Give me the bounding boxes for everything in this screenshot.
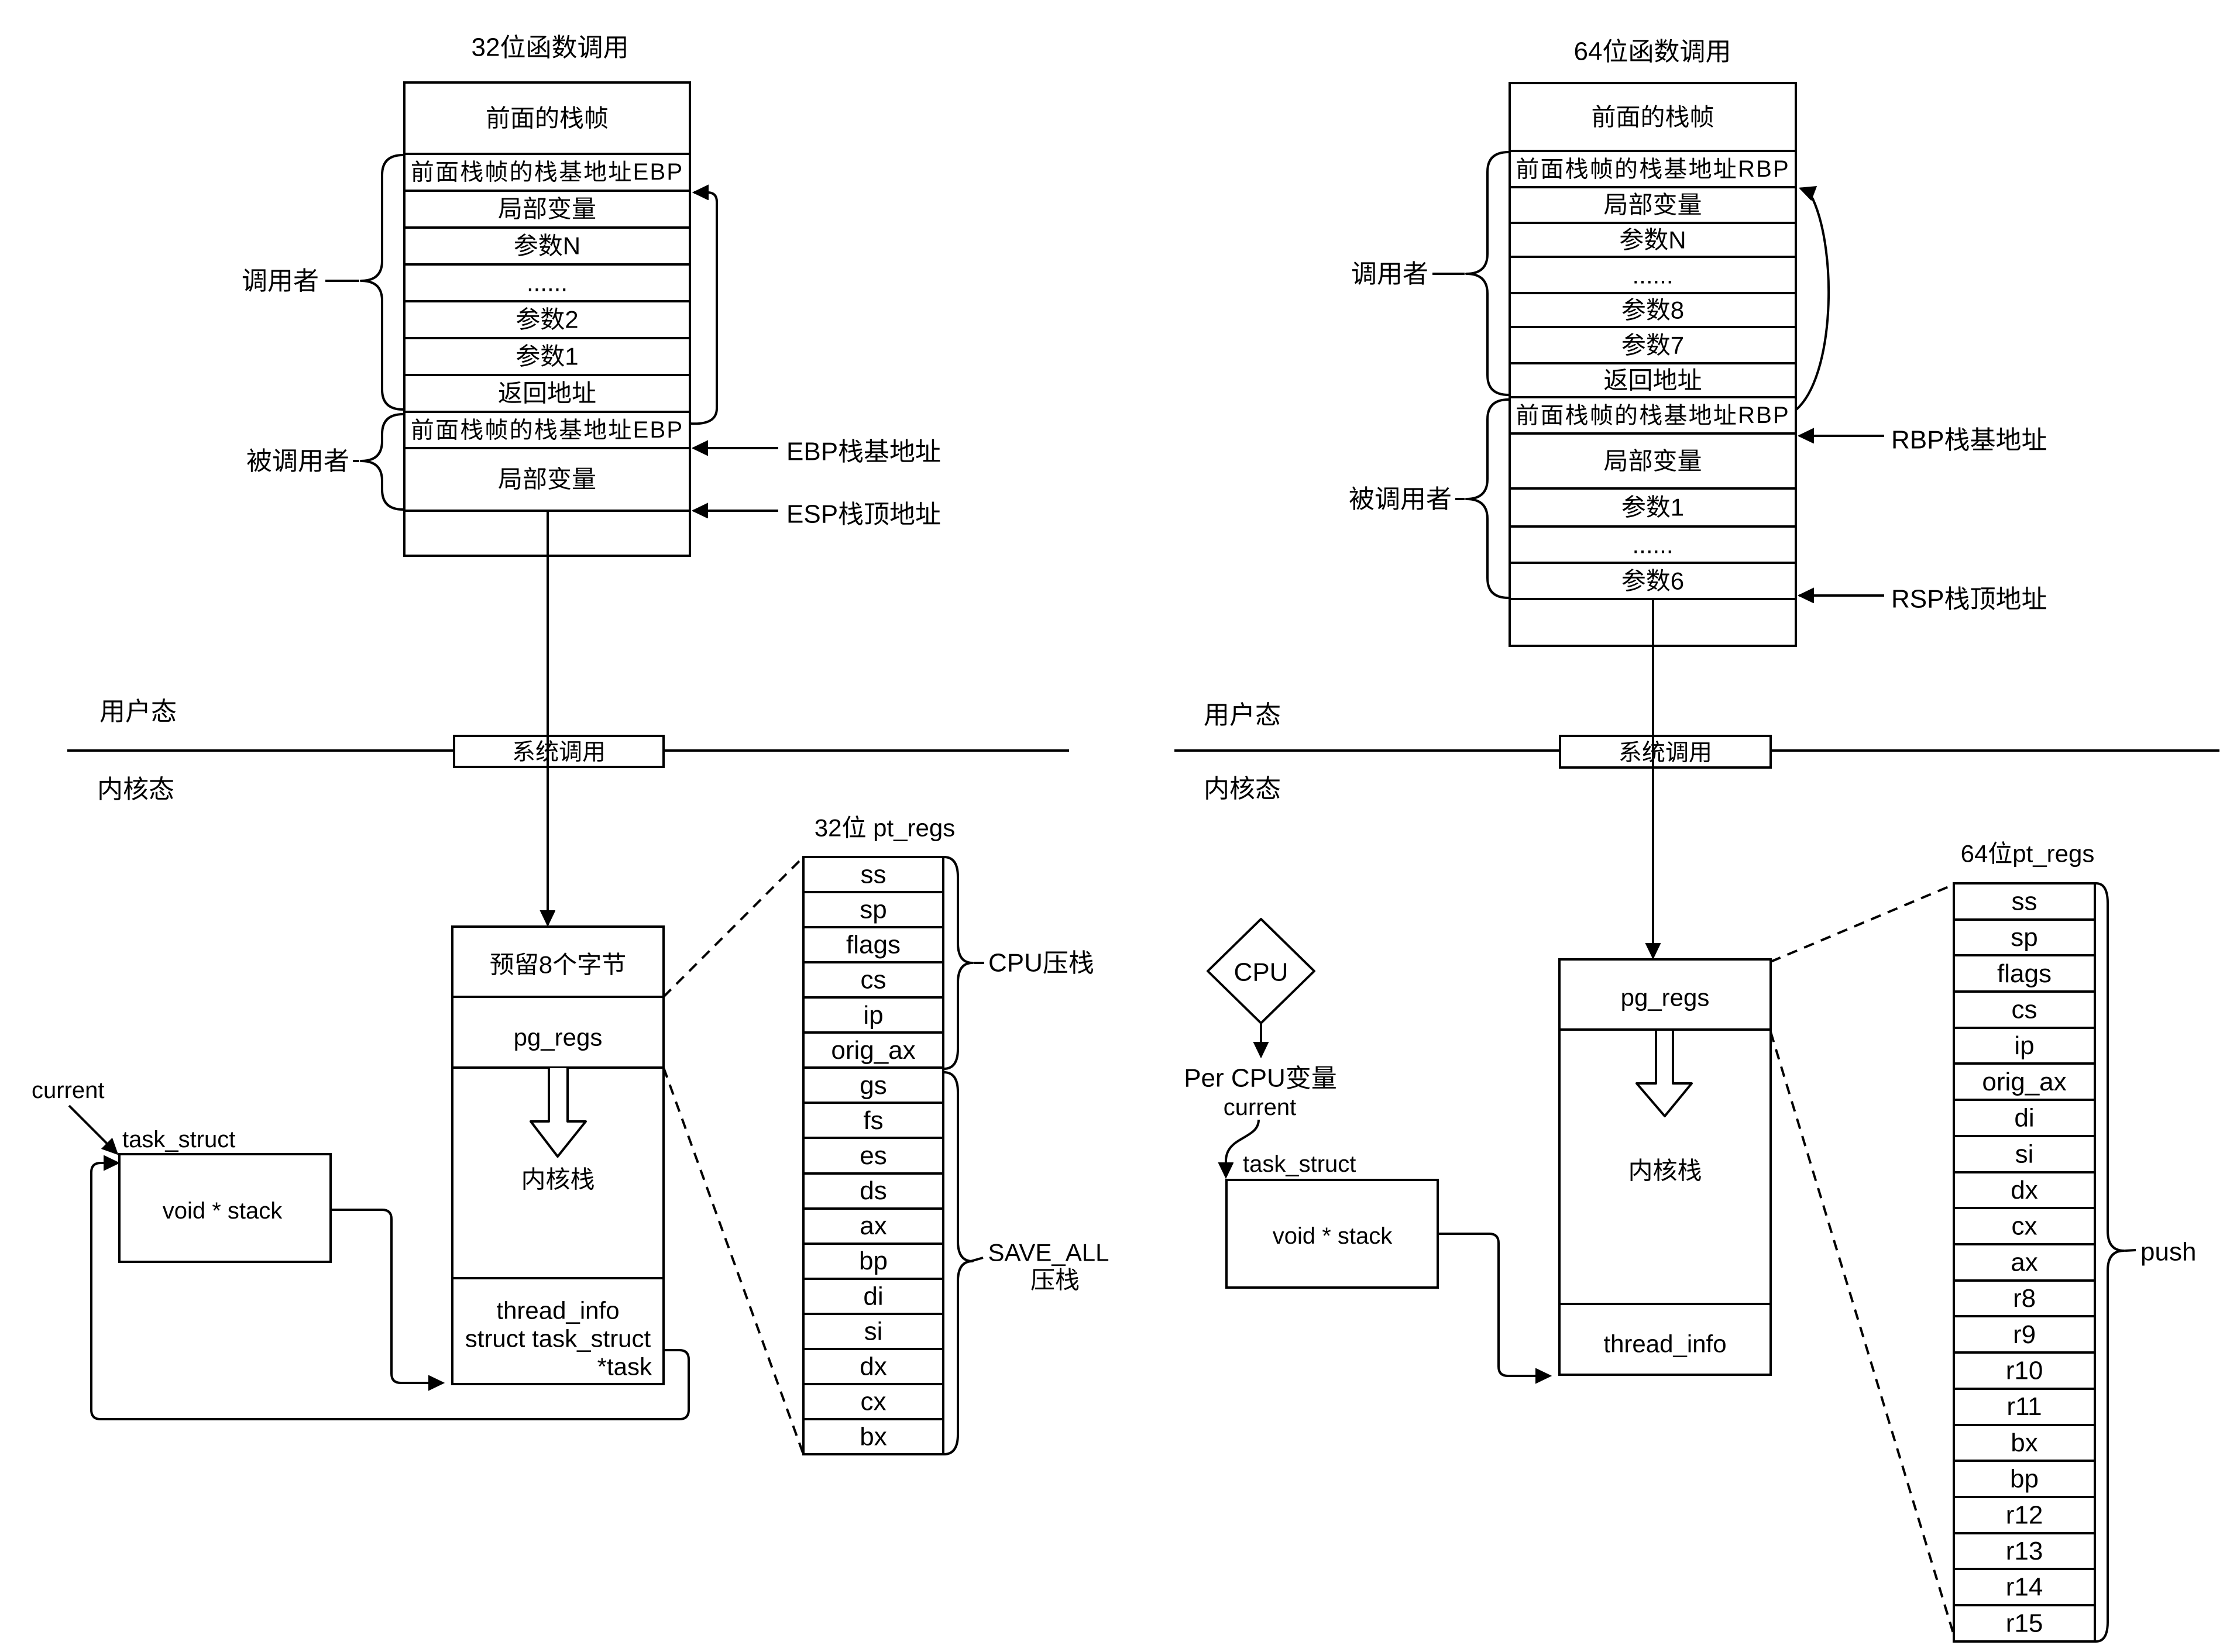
svg-text:N: N	[1668, 226, 1686, 254]
svg-text:es: es	[860, 1141, 886, 1170]
svg-text:EBP: EBP	[633, 159, 684, 185]
svg-text:r15: r15	[2006, 1609, 2043, 1637]
svg-text:CPU: CPU	[1234, 958, 1288, 987]
svg-text:current: current	[32, 1078, 105, 1103]
svg-text:EBP: EBP	[633, 417, 684, 443]
svg-text:r14: r14	[2006, 1573, 2043, 1602]
svg-text:N: N	[563, 232, 580, 260]
svg-text:dx: dx	[2011, 1176, 2037, 1204]
svg-text:8: 8	[539, 951, 552, 979]
svg-text:ds: ds	[860, 1176, 886, 1205]
svg-text:pg_regs: pg_regs	[514, 1024, 603, 1051]
svg-text:orig_ax: orig_ax	[1982, 1068, 2066, 1096]
svg-text:current: current	[1224, 1095, 1297, 1120]
svg-text:8: 8	[1671, 297, 1684, 324]
svg-text:ss: ss	[861, 861, 886, 889]
svg-text:void * stack: void * stack	[1273, 1223, 1393, 1249]
svg-text:RBP: RBP	[1738, 156, 1790, 182]
svg-text:fs: fs	[863, 1106, 883, 1135]
svg-text:gs: gs	[860, 1071, 886, 1100]
svg-text:cx: cx	[2012, 1212, 2037, 1241]
svg-text:ax: ax	[860, 1212, 886, 1240]
svg-text:1: 1	[565, 343, 578, 370]
svg-text:bp: bp	[2010, 1465, 2039, 1493]
svg-text:thread_info: thread_info	[496, 1297, 619, 1324]
svg-text:bx: bx	[860, 1422, 886, 1451]
svg-text:EBP: EBP	[786, 438, 838, 466]
svg-text:2: 2	[565, 306, 578, 333]
svg-text:ip: ip	[863, 1001, 883, 1030]
svg-text:ip: ip	[2014, 1031, 2034, 1060]
svg-text:......: ......	[1632, 531, 1673, 559]
svg-text:ax: ax	[2011, 1248, 2037, 1276]
svg-text:r9: r9	[2013, 1320, 2036, 1349]
svg-text:32: 32	[472, 33, 500, 62]
svg-text:64: 64	[1574, 37, 1603, 66]
svg-text:pg_regs: pg_regs	[1621, 984, 1710, 1011]
svg-text:r13: r13	[2006, 1537, 2043, 1565]
svg-text:task_struct: task_struct	[1243, 1151, 1356, 1177]
svg-text:7: 7	[1671, 332, 1684, 359]
svg-text:64: 64	[1961, 840, 1988, 868]
svg-text:si: si	[864, 1317, 883, 1345]
svg-text:push: push	[2140, 1238, 2196, 1266]
svg-text:*task: *task	[597, 1353, 652, 1381]
svg-text:di: di	[2014, 1104, 2034, 1133]
svg-text:r10: r10	[2006, 1356, 2043, 1385]
svg-text:RSP: RSP	[1891, 585, 1944, 614]
svg-text:flags: flags	[1997, 959, 2052, 988]
svg-text:task_struct: task_struct	[122, 1127, 235, 1152]
svg-text:pt_regs: pt_regs	[867, 814, 956, 842]
svg-text:SAVE_ALL: SAVE_ALL	[988, 1239, 1109, 1266]
svg-text:1: 1	[1671, 494, 1684, 521]
svg-text:cx: cx	[861, 1387, 886, 1416]
svg-text:cs: cs	[2012, 995, 2037, 1024]
svg-text:thread_info: thread_info	[1603, 1330, 1726, 1358]
svg-text:ESP: ESP	[786, 500, 838, 529]
svg-text:CPU: CPU	[988, 949, 1043, 978]
svg-text:sp: sp	[860, 896, 886, 924]
svg-text:bx: bx	[2011, 1429, 2037, 1457]
svg-text:......: ......	[1632, 261, 1673, 289]
svg-text:flags: flags	[846, 931, 901, 959]
svg-text:32: 32	[815, 814, 842, 842]
svg-text:di: di	[863, 1282, 883, 1310]
svg-text:dx: dx	[860, 1352, 886, 1381]
svg-text:......: ......	[527, 269, 568, 297]
svg-text:RBP: RBP	[1891, 426, 1944, 455]
svg-text:RBP: RBP	[1738, 402, 1790, 428]
svg-text:r8: r8	[2013, 1284, 2036, 1313]
svg-text:sp: sp	[2011, 923, 2037, 952]
svg-text:Per CPU: Per CPU	[1184, 1064, 1286, 1093]
svg-text:pt_regs: pt_regs	[2012, 840, 2094, 868]
svg-text:r12: r12	[2006, 1500, 2043, 1529]
svg-text:struct task_struct: struct task_struct	[465, 1325, 651, 1352]
svg-text:void * stack: void * stack	[163, 1198, 283, 1224]
svg-text:r11: r11	[2006, 1392, 2042, 1421]
svg-text:bp: bp	[859, 1247, 888, 1275]
svg-text:6: 6	[1671, 567, 1684, 595]
svg-text:orig_ax: orig_ax	[831, 1036, 915, 1065]
svg-text:cs: cs	[861, 966, 886, 994]
svg-text:ss: ss	[2012, 887, 2037, 916]
svg-text:si: si	[2015, 1140, 2034, 1168]
